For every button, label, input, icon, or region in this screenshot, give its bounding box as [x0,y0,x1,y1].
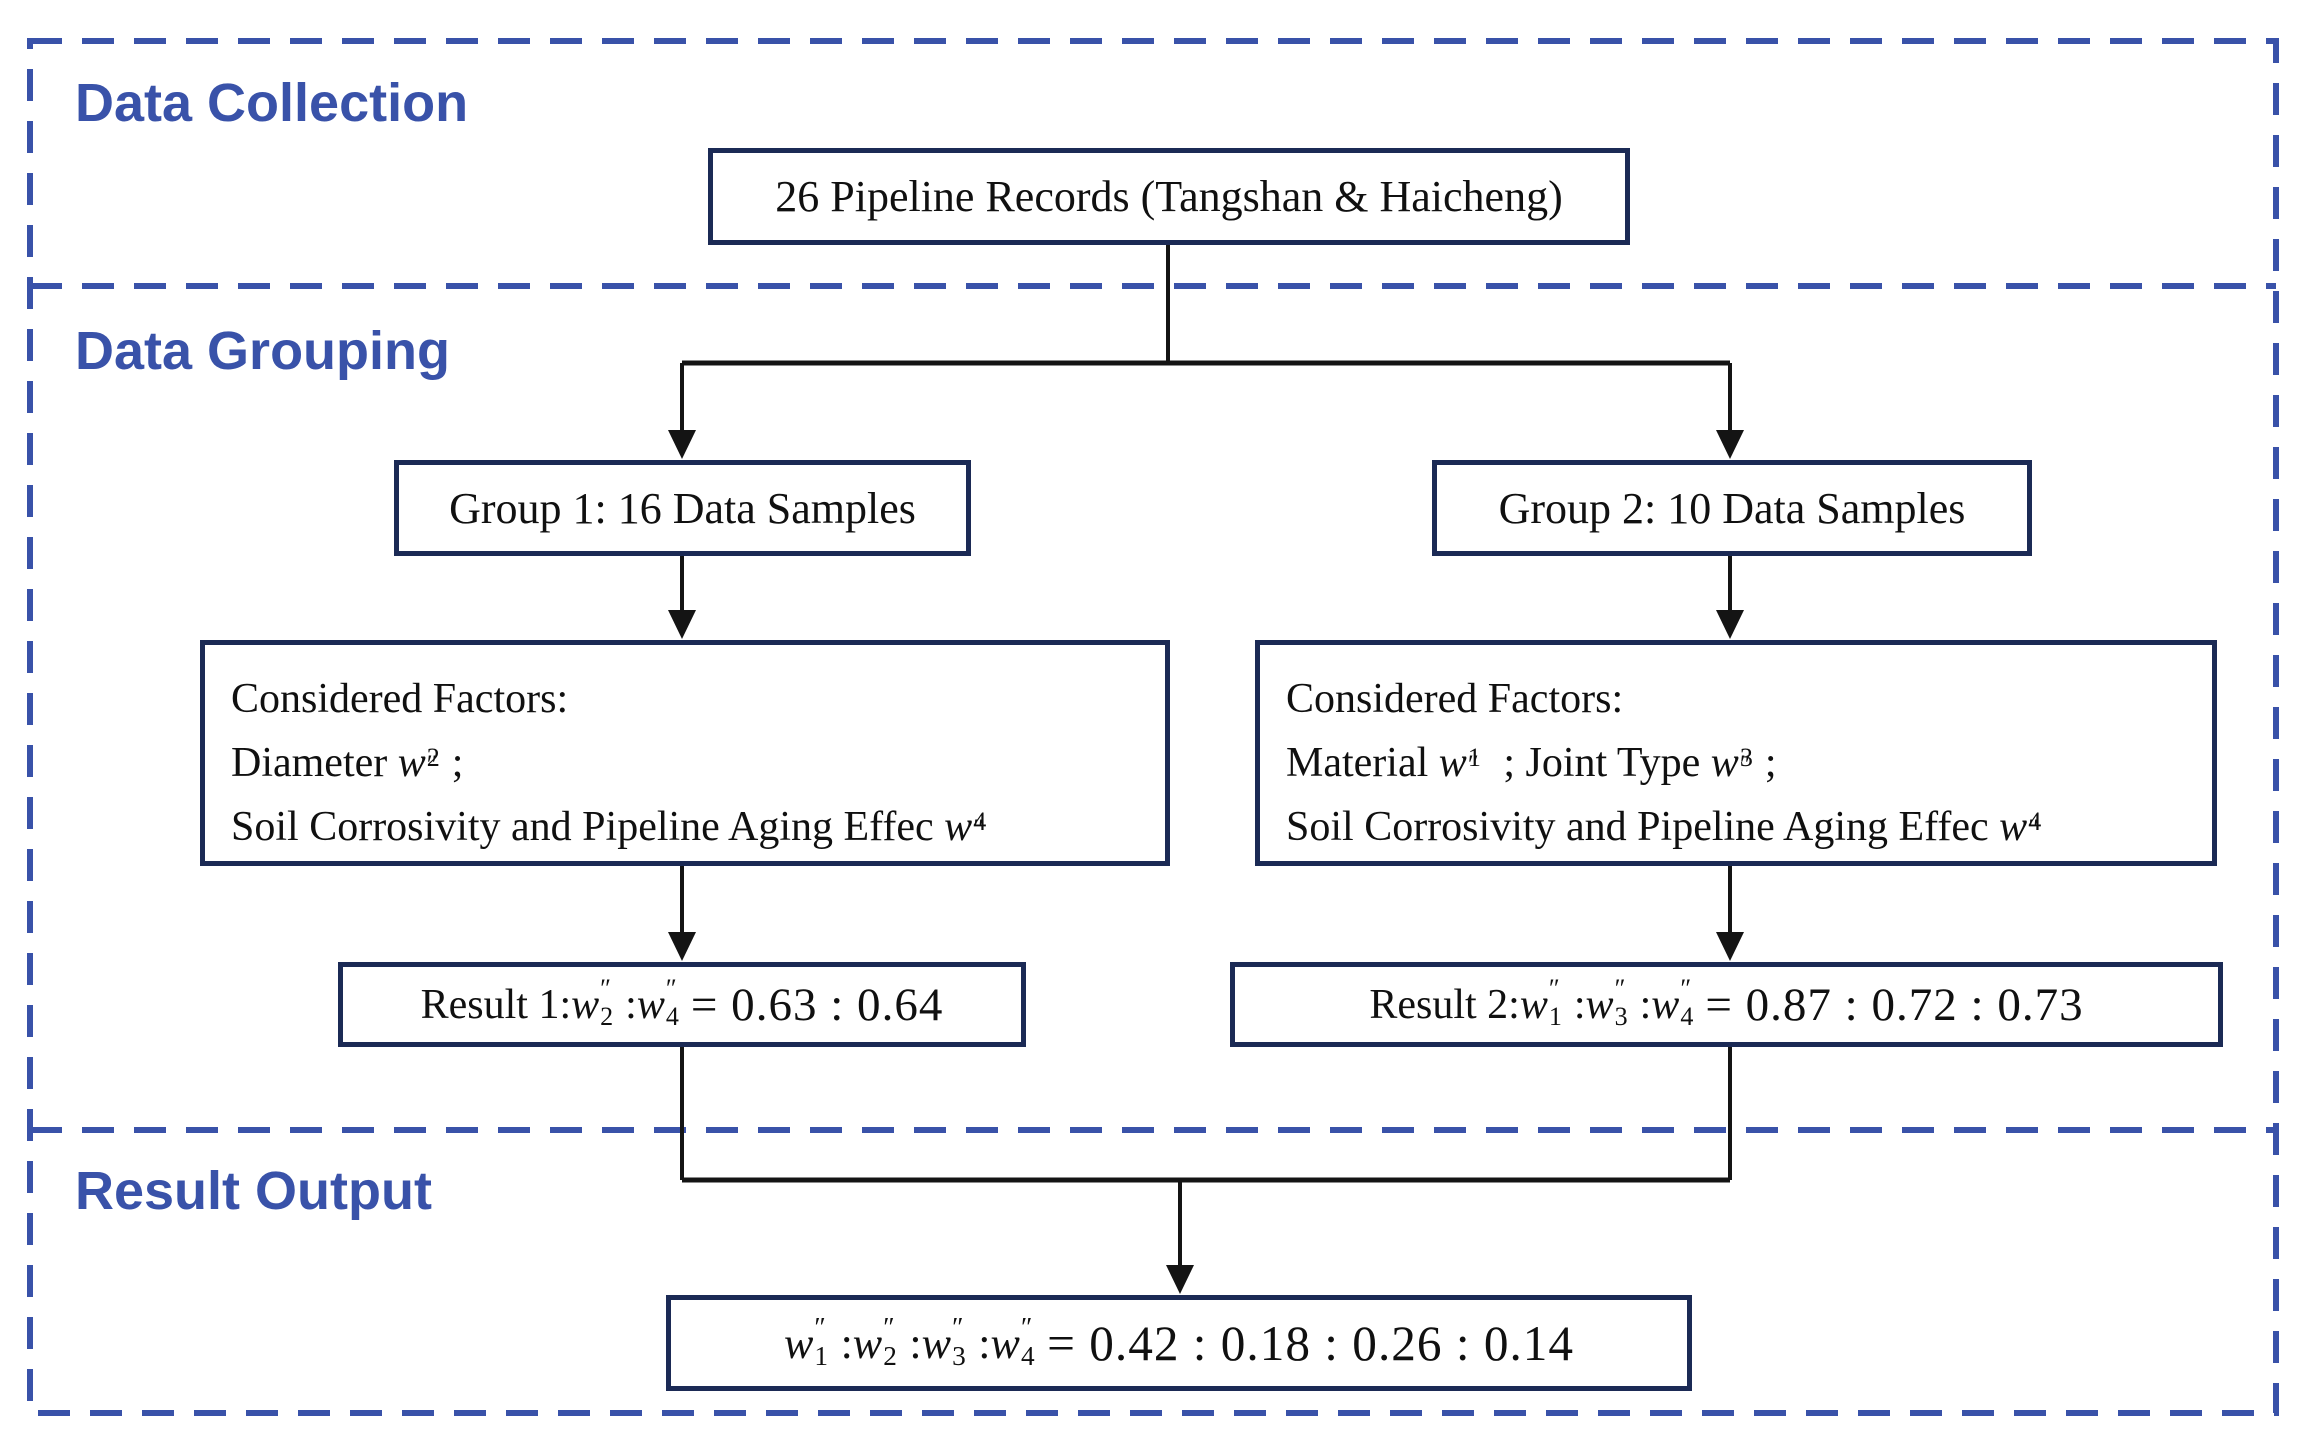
arrowhead-icon [668,932,696,961]
arrowhead-icon [1716,932,1744,961]
math-weight-symbol: w″4 [1651,974,1694,1031]
math-weight-symbol: w″2 [397,740,440,786]
math-weight-symbol: w″3 [1710,740,1753,786]
math-weight-symbol: w″1 [783,1312,829,1372]
math-weight-symbol: w″3 [1585,974,1628,1031]
section-label-data-grouping: Data Grouping [75,321,450,381]
node-pipeline-records: 26 Pipeline Records (Tangshan & Haicheng… [708,148,1630,245]
node-factors-group2: Considered Factors: Material w″1 ; Joint… [1255,640,2217,866]
math-weight-symbol: w″2 [571,974,614,1031]
arrowhead-icon [1716,430,1744,459]
node-final-weights: w″1 : w″2 : w″3 : w″4 = 0.42 : 0.18 : 0.… [666,1295,1692,1391]
section-label-data-collection: Data Collection [75,73,469,133]
node-result-2: Result 2: w″1 : w″3 : w″4 = 0.87 : 0.72 … [1230,962,2223,1047]
node-factors-group1: Considered Factors: Diameter w″2; Soil C… [200,640,1170,866]
factors-line: Diameter w″2; [231,731,1155,795]
math-weight-symbol: w″2 [852,1312,897,1372]
math-weight-symbol: w″4 [944,804,987,850]
factors-line: Soil Corrosivity and Pipeline Aging Effe… [1286,795,2202,859]
arrowhead-icon [668,610,696,639]
math-weight-symbol: w″1 [1438,740,1481,786]
math-weight-symbol: w″4 [636,974,679,1031]
factors-line: Considered Factors: [231,676,569,722]
node-group-1: Group 1: 16 Data Samples [394,460,971,556]
math-weight-symbol: w″4 [990,1312,1035,1372]
node-group-2: Group 2: 10 Data Samples [1432,460,2032,556]
node-result-1: Result 1: w″2 : w″4 = 0.63 : 0.64 [338,962,1026,1047]
figure-dashed-border [27,38,2279,1416]
section-label-result-output: Result Output [75,1161,432,1221]
arrowhead-icon [1716,610,1744,639]
arrowhead-icon [668,430,696,459]
factors-line: Soil Corrosivity and Pipeline Aging Effe… [231,795,1155,859]
factors-line: Material w″1 ; Joint Type w″3; [1286,731,2202,795]
math-weight-symbol: w″1 [1519,974,1562,1031]
factors-line: Considered Factors: [1286,676,1624,722]
math-weight-symbol: w″3 [921,1312,966,1372]
arrowhead-icon [1166,1265,1194,1294]
math-weight-symbol: w″4 [1999,804,2042,850]
